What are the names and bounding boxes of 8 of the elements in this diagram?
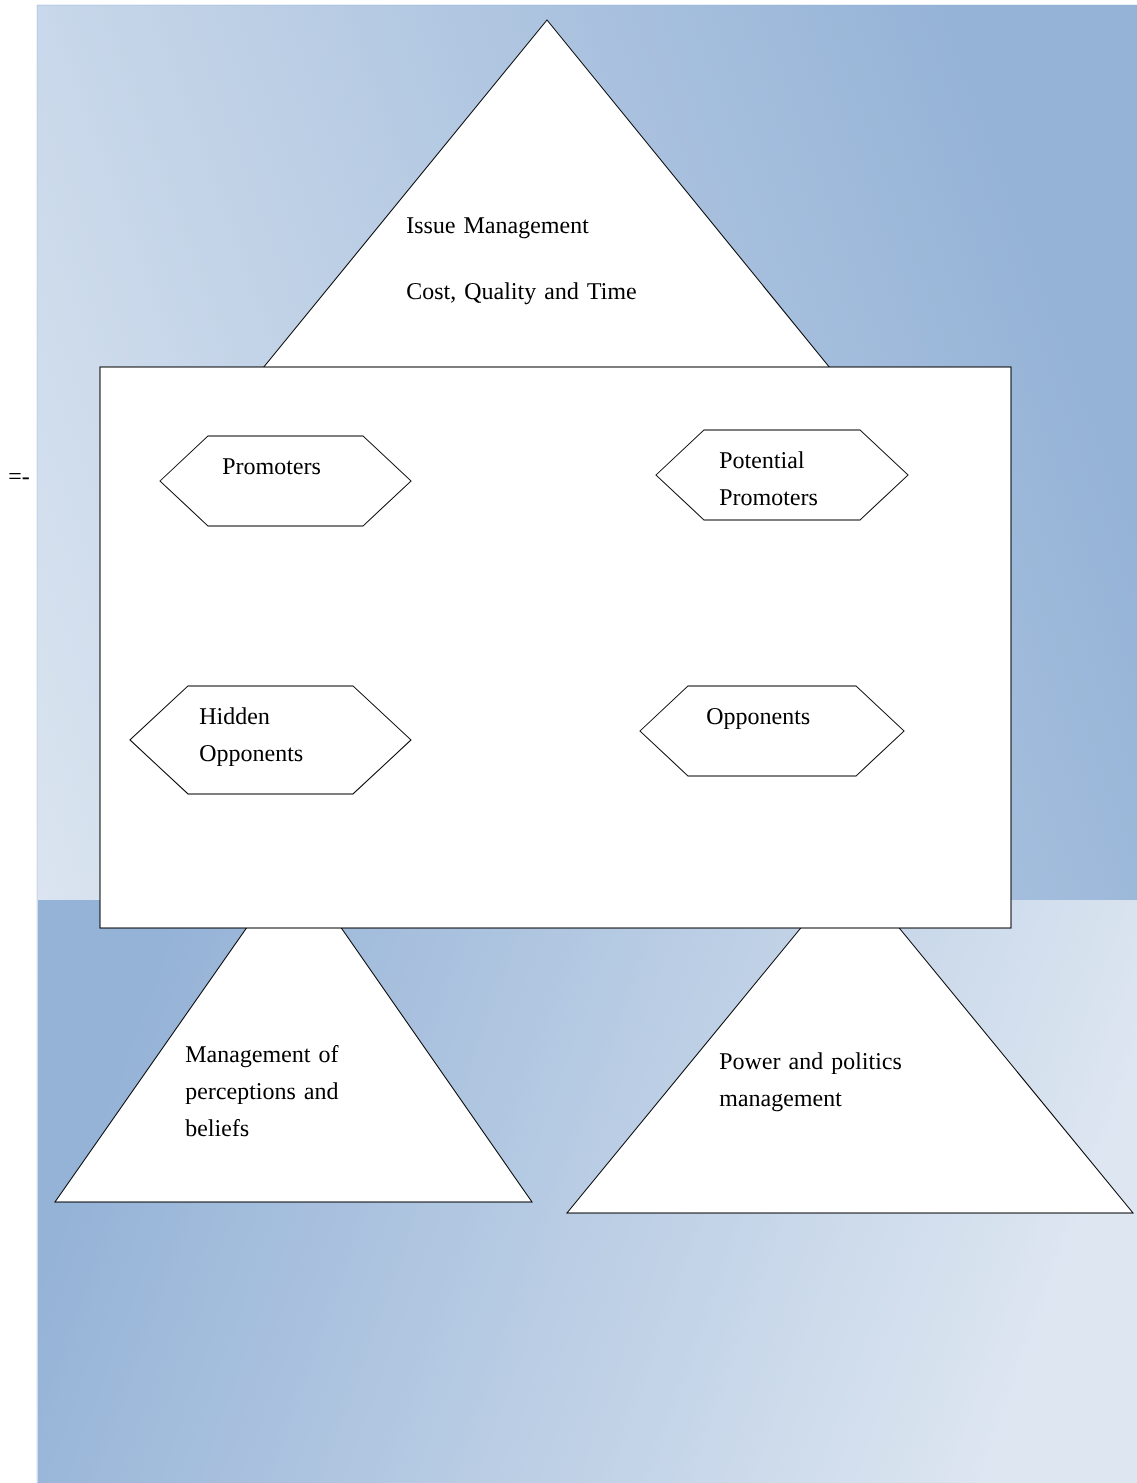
triangle: Issue Management Cost, Quality and Time [262,19,831,369]
hexagon: Hidden Opponents [129,685,412,795]
triangle: Management of perceptions and beliefs [54,859,533,1203]
hexagon: Potential Promoters [655,429,909,521]
hexagon: Opponents [639,685,905,777]
triangle: Power and politics management [566,867,1134,1214]
stray-mark: =- [9,473,29,480]
hexagon: Promoters [159,435,412,527]
